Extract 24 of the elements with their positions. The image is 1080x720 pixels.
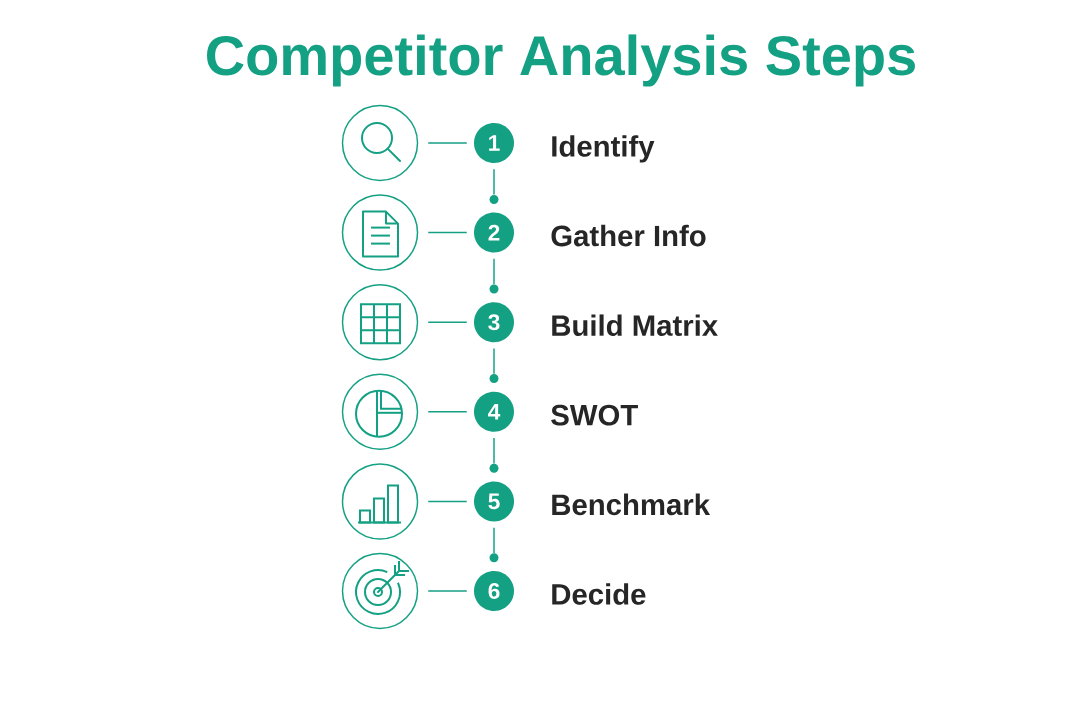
- connector-line: [493, 168, 495, 196]
- step-label: Identify: [552, 135, 655, 163]
- connector-line: [427, 231, 468, 234]
- icon-circle: [341, 283, 419, 361]
- icon-circle: [341, 194, 419, 271]
- step-label: Benchmark: [552, 493, 711, 516]
- connector-line: [427, 500, 468, 503]
- step-label: Build Matrix: [552, 314, 718, 336]
- icon-circle: [341, 104, 419, 182]
- connector-line: [427, 411, 468, 413]
- step-label: Gather Info: [551, 224, 706, 247]
- icon-circle: [341, 373, 419, 451]
- connector-line: [493, 437, 495, 465]
- icon-circle: [341, 552, 419, 630]
- title: Competitor Analysis Steps: [207, 34, 915, 87]
- connector-line: [493, 526, 495, 554]
- connector-line: [493, 347, 495, 375]
- connector-line: [493, 258, 495, 285]
- connector-line: [427, 321, 468, 323]
- icon-circle: [341, 463, 419, 540]
- step-label: Decide: [552, 583, 646, 605]
- step-label: SWOT: [551, 404, 638, 426]
- connector-line: [427, 590, 468, 592]
- connector-line: [427, 142, 468, 144]
